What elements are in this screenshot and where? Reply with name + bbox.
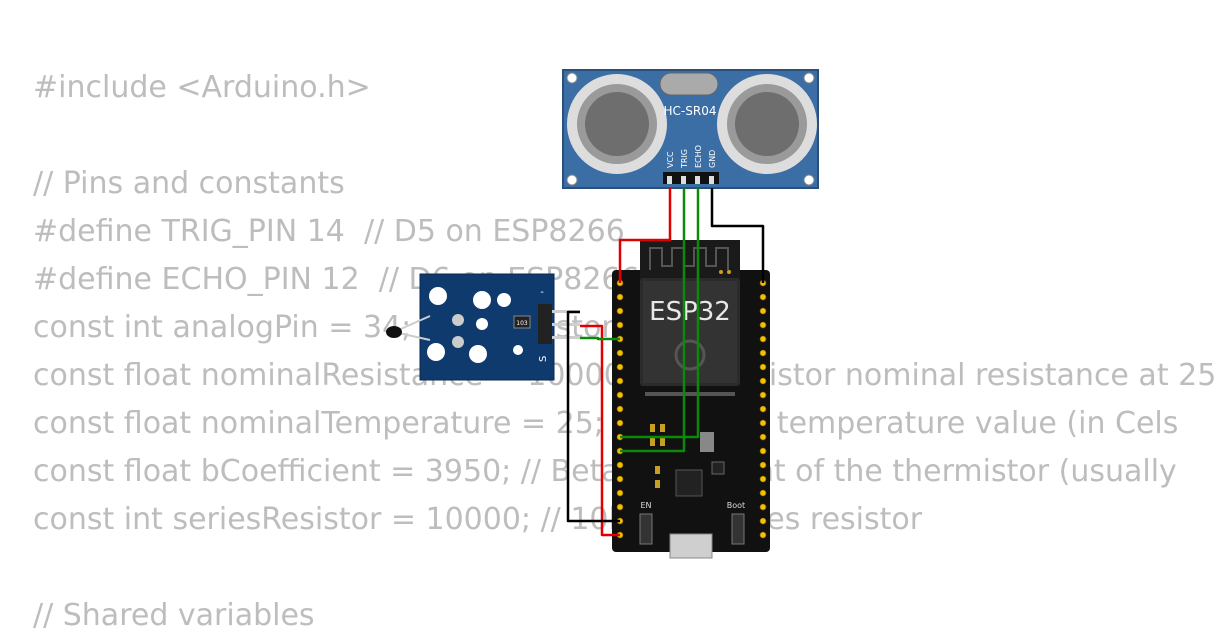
en-button[interactable]	[639, 513, 653, 545]
sensor-label: HC-SR04	[664, 104, 717, 118]
code-line: // Shared variables	[33, 598, 315, 633]
hc-sr04-sensor[interactable]: HC-SR04 VCC TRIG ECHO GND	[562, 69, 819, 189]
wire-gnd[interactable]	[710, 188, 765, 283]
wire-vcc[interactable]	[618, 188, 672, 283]
ground-pin-label: -	[540, 287, 544, 298]
wire-trig[interactable]	[620, 188, 686, 453]
logo-icon	[674, 339, 706, 371]
esp32-board[interactable]: ESP32 EN Boot	[612, 240, 770, 559]
thermistor-module[interactable]: 103 - S	[386, 273, 580, 381]
wires	[566, 188, 765, 537]
receiver-icon	[735, 92, 799, 156]
code-line: #include <Arduino.h>	[33, 70, 371, 105]
pin-label-echo: ECHO	[694, 145, 703, 168]
en-label: EN	[640, 501, 651, 510]
pin-label-trig: TRIG	[680, 149, 689, 169]
transmitter-icon	[585, 92, 649, 156]
code-line: #define TRIG_PIN 14 // D5 on ESP8266	[33, 214, 625, 249]
pin-label-vcc: VCC	[666, 151, 675, 168]
wire-echo[interactable]	[620, 188, 700, 439]
thermistor-probe	[386, 326, 402, 338]
usb-port	[669, 533, 713, 559]
left-pin-header	[616, 279, 624, 539]
wire-signal[interactable]	[580, 336, 620, 341]
code-line: // Pins and constants	[33, 166, 345, 201]
signal-pin-label: S	[538, 356, 549, 362]
wire-vcc[interactable]	[580, 324, 620, 537]
circuit-diagram: ESP32 EN Boot	[386, 69, 819, 559]
right-pin-header	[759, 279, 767, 539]
wire-gnd[interactable]	[566, 310, 620, 523]
boot-button[interactable]	[731, 513, 745, 545]
esp32-label: ESP32	[649, 297, 731, 327]
boot-label: Boot	[727, 501, 745, 510]
pin-label-gnd: GND	[708, 150, 717, 168]
resistor-code: 103	[516, 320, 528, 327]
